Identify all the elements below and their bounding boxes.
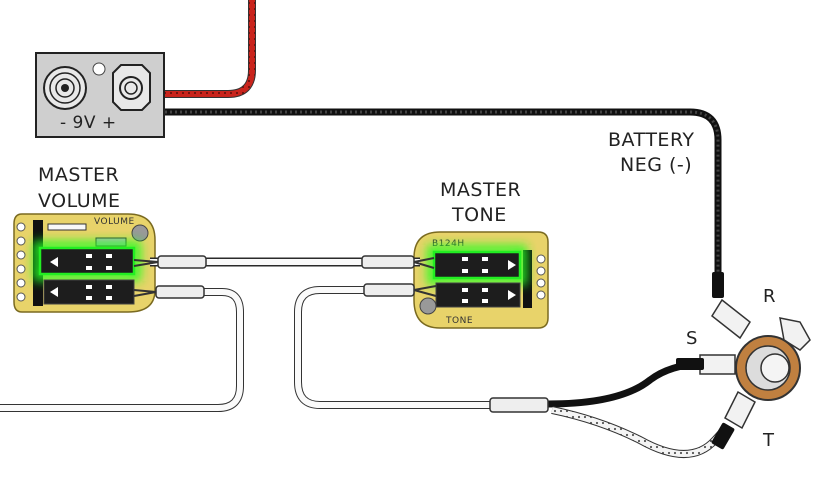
battery-connector: - 9V + — [35, 52, 165, 138]
master-volume-label-line2: VOLUME — [38, 190, 121, 212]
tone-switch-lower — [435, 282, 521, 308]
battery-neg-label-line1: BATTERY — [608, 129, 695, 151]
jack-sleeve-wire — [547, 360, 701, 408]
master-volume-label-line1: MASTER — [38, 164, 119, 186]
tone-pcb-label: TONE — [445, 316, 473, 326]
master-tone-label-line2: TONE — [451, 204, 507, 226]
red-wire — [165, 0, 256, 98]
battery-negative-wire — [165, 108, 722, 276]
tone-to-jack-wire — [294, 286, 520, 409]
tone-switch-upper — [432, 250, 522, 280]
master-volume-pcb: VOLUME — [13, 213, 156, 313]
output-jack: R S T — [676, 272, 811, 451]
master-tone-label-line1: MASTER — [440, 179, 521, 201]
volume-output-wire — [0, 288, 244, 412]
lower-wire-connectors — [133, 283, 549, 413]
jack-sleeve-label: S — [686, 328, 698, 349]
volume-to-tone-link-wire — [133, 253, 435, 271]
battery-neg-label-line2: NEG (-) — [620, 154, 692, 176]
jack-tip-label: T — [762, 430, 775, 451]
master-tone-pcb: TONE B124H — [413, 231, 549, 329]
battery-polarity-label: - 9V + — [60, 113, 117, 133]
jack-ring-label: R — [763, 286, 776, 307]
tone-part-label: B124H — [432, 239, 465, 249]
jack-tip-wire — [551, 406, 729, 458]
volume-pcb-label: VOLUME — [94, 217, 135, 227]
